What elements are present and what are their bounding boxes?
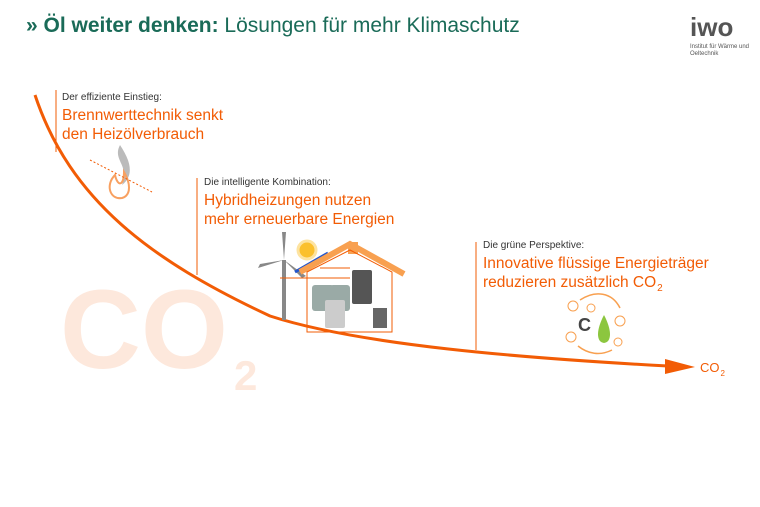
arrow-head-icon: [665, 359, 695, 374]
sun-icon: [296, 239, 318, 261]
step3-line2: reduzieren zusätzlich CO: [483, 274, 657, 291]
page-title: » Öl weiter denken: Lösungen für mehr Kl…: [26, 14, 520, 38]
step2-headline: Hybridheizungen nutzen mehr erneuerbare E…: [204, 191, 394, 229]
curve-end-sub: 2: [720, 368, 725, 378]
title-bold: Öl weiter denken:: [43, 14, 219, 37]
step2-line1: Hybridheizungen nutzen: [204, 192, 372, 209]
curve-end-label: CO2: [700, 360, 725, 378]
watermark-sub: 2: [234, 352, 258, 399]
watermark-text: CO: [60, 267, 228, 392]
iwo-logo: iwo Institut für Wärme und Oeltechnik: [690, 12, 754, 58]
step3-headline: Innovative flüssige Energieträger reduzie…: [483, 254, 709, 298]
title-rest: Lösungen für mehr Klimaschutz: [218, 14, 520, 37]
step1-line2: den Heizölverbrauch: [62, 126, 205, 143]
step3-kicker: Die grüne Perspektive:: [483, 240, 585, 251]
step1-kicker: Der effiziente Einstieg:: [62, 92, 162, 103]
svg-text:C: C: [578, 315, 591, 335]
step2-line2: mehr erneuerbare Energien: [204, 211, 395, 228]
step3-line1: Innovative flüssige Energieträger: [483, 255, 709, 272]
flame-icon: [89, 145, 153, 200]
carbon-cycle-icon: C: [565, 293, 626, 355]
step2-kicker: Die intelligente Kombination:: [204, 177, 331, 188]
logo-subtitle: Institut für Wärme und Oeltechnik: [690, 44, 750, 57]
house-icon: [280, 240, 406, 333]
step3-sub: 2: [657, 283, 663, 295]
step1-line1: Brennwerttechnik senkt: [62, 107, 224, 124]
logo-text: iwo: [690, 12, 734, 42]
chevron-icon: »: [26, 14, 38, 37]
co2-reduction-curve: [33, 94, 669, 368]
step1-headline: Brennwerttechnik senkt den Heizölverbrauc…: [62, 106, 223, 144]
curve-end-text: CO: [700, 360, 720, 375]
